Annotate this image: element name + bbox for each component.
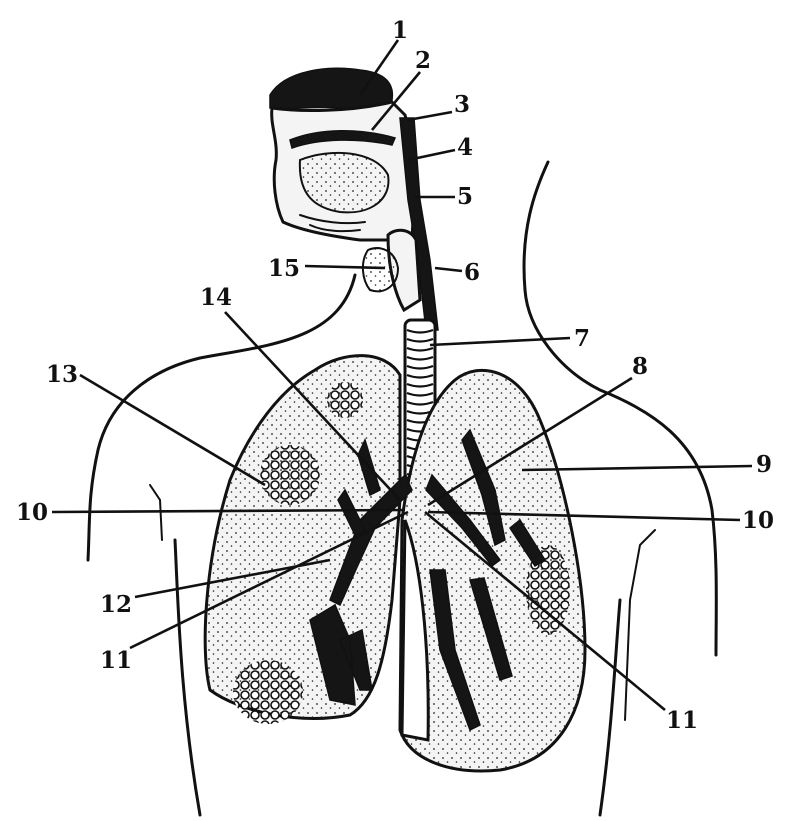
lungs xyxy=(205,356,585,771)
label-14: 14 xyxy=(200,284,232,311)
label-4: 4 xyxy=(457,134,473,161)
label-8: 8 xyxy=(632,353,648,380)
label-10-left: 10 xyxy=(16,499,48,526)
left-torso-outline xyxy=(175,540,200,815)
leader-7 xyxy=(430,338,570,345)
label-3: 3 xyxy=(454,91,470,118)
label-12: 12 xyxy=(100,591,132,618)
label-1: 1 xyxy=(392,17,408,44)
label-6: 6 xyxy=(464,259,480,286)
label-2: 2 xyxy=(415,47,431,74)
alveoli-cluster-lower-left xyxy=(233,660,303,724)
right-arm-crease xyxy=(625,530,655,720)
alveoli-cluster-top-left xyxy=(327,382,363,418)
label-11-right: 11 xyxy=(666,707,698,734)
head-section xyxy=(270,68,414,240)
label-15: 15 xyxy=(268,255,300,282)
label-7: 7 xyxy=(574,325,590,352)
label-13: 13 xyxy=(46,361,78,388)
right-torso-outline xyxy=(600,600,620,815)
label-9: 9 xyxy=(756,451,772,478)
label-5: 5 xyxy=(457,183,473,210)
alveoli-cluster-upper-left xyxy=(260,445,320,505)
leader-13 xyxy=(80,375,265,485)
leader-3 xyxy=(408,112,452,120)
label-11-left: 11 xyxy=(100,647,132,674)
label-10-right: 10 xyxy=(742,507,774,534)
leader-6 xyxy=(435,268,462,271)
